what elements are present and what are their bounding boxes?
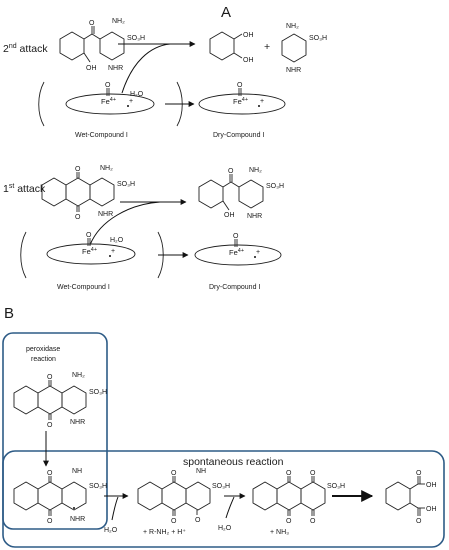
svg-text:O: O (416, 470, 422, 477)
bracket-left-1st (20, 231, 27, 279)
byproduct-2: + NH₃ (270, 529, 289, 536)
fe-label-wet-1st: Fe4+ (82, 247, 97, 256)
final-oh-bottom: OH (426, 506, 437, 513)
imine-intermediate: O O NH SO₃H O (137, 468, 230, 525)
dry-compound-label-2nd: Dry-Compound I (213, 132, 264, 139)
svg-text:O: O (75, 166, 81, 173)
final-oh-top: OH (426, 482, 437, 489)
svg-text:O: O (47, 374, 53, 381)
water-curve-1 (111, 496, 119, 521)
reactant-1st-attack: O O NH₂ SO₃H NHR (41, 165, 135, 221)
svg-text:+: + (260, 98, 264, 105)
nhr-label: NHR (108, 65, 123, 72)
water-label-2nd: H₂O (130, 91, 144, 98)
svg-text:OH: OH (224, 212, 235, 219)
svg-text:O: O (86, 232, 92, 239)
water-attack-arrow-1st (89, 201, 161, 246)
peroxidase-reaction-box (2, 332, 108, 530)
byproduct-1: + R-NH₂ + H⁺ (143, 529, 186, 536)
svg-text:O: O (47, 518, 53, 525)
reactant-2nd-attack: O OH NH₂ SO₃H NHR (59, 18, 145, 72)
water-label-b2: H₂O (218, 525, 232, 532)
svg-text:O: O (310, 518, 316, 525)
svg-text:O: O (228, 168, 234, 175)
svg-text:+: + (256, 249, 260, 256)
bracket-left-2nd (38, 81, 45, 127)
fe-label-dry-1st: Fe4+ (229, 248, 244, 257)
heme-ellipse-wet-2nd (65, 93, 155, 115)
dry-compound-label-1st: Dry-Compound I (209, 284, 260, 291)
svg-text:O: O (286, 518, 292, 525)
acid-oh-top: OH (243, 32, 254, 39)
water-label-1st: H₂O (110, 237, 124, 244)
product-1st-nh2: NH₂ (249, 167, 262, 174)
radical-intermediate: O O NH SO₃H NHR (13, 468, 107, 525)
acid-oh-bottom: OH (243, 57, 254, 64)
phthalic-acid-final: O OH O OH (385, 470, 437, 525)
plus-sign-products: + (264, 41, 270, 53)
spontaneous-reaction-box (2, 450, 445, 548)
svg-text:O: O (286, 470, 292, 477)
svg-text:O: O (171, 518, 177, 525)
substrate-so3h: SO₃H (89, 389, 107, 396)
wet-compound-label-2nd: Wet-Compound I (75, 132, 128, 139)
svg-text:O: O (195, 517, 201, 524)
product-1st-so3h: SO₃H (266, 183, 284, 190)
substrate-nhr: NHR (70, 419, 85, 426)
svg-text:O: O (237, 82, 243, 89)
water-curve-2 (225, 496, 235, 519)
product-1st-nhr: NHR (247, 213, 262, 220)
svg-text:O: O (47, 422, 53, 429)
svg-text:O: O (233, 233, 239, 240)
svg-text:O: O (105, 82, 111, 89)
so3h-label: SO₃H (127, 35, 145, 42)
aminobenzene-product: NH₂ SO₃H NHR (281, 23, 327, 74)
reactant-so3h: SO₃H (117, 181, 135, 188)
svg-text:O: O (310, 470, 316, 477)
reactant-nh2: NH₂ (100, 165, 113, 172)
svg-text:+: + (111, 248, 115, 255)
svg-text:O: O (47, 470, 53, 477)
panel-a-label: A (221, 4, 231, 21)
second-attack-label: 2nd attack (3, 43, 48, 55)
substrate-nh2: NH₂ (72, 372, 85, 379)
heme-ellipse-dry-1st (194, 244, 282, 266)
first-attack-label: 1st attack (3, 183, 46, 195)
svg-text:O: O (416, 518, 422, 525)
fe-label-wet-2nd: Fe4+ (101, 97, 116, 106)
peroxidase-label-line1: peroxidase (26, 346, 60, 353)
product-1st-attack: O OH NH₂ SO₃H NHR (198, 167, 284, 220)
water-attack-arrow-2nd (121, 43, 171, 94)
heme-ellipse-dry-2nd (198, 93, 286, 115)
product-so3h: SO₃H (309, 35, 327, 42)
acid-oh-label: OH (86, 65, 97, 72)
svg-text:+: + (129, 98, 133, 105)
wet-compound-label-1st: Wet-Compound I (57, 284, 110, 291)
product-nhr: NHR (286, 67, 301, 74)
peroxidase-label-line2: reaction (31, 356, 56, 363)
radical-nh: NH (72, 468, 82, 475)
peroxidase-substrate: O O NH₂ SO₃H NHR (13, 372, 107, 429)
radical-nhr: NHR (70, 516, 85, 523)
phthalic-acid-product: OH OH (209, 31, 254, 64)
reactant-nhr: NHR (98, 211, 113, 218)
imine-nh: NH (196, 468, 206, 475)
fe-label-dry-2nd: Fe4+ (233, 97, 248, 106)
svg-text:O: O (75, 214, 81, 221)
spontaneous-label: spontaneous reaction (183, 456, 284, 468)
quinone-so3h: SO₃H (327, 483, 345, 490)
ketone-o-label: O (89, 20, 95, 27)
radical-so3h: SO₃H (89, 483, 107, 490)
panel-b-label: B (4, 305, 14, 322)
water-label-b1: H₂O (104, 527, 118, 534)
heme-ellipse-wet-1st (46, 243, 136, 265)
nh2-label: NH₂ (112, 18, 125, 25)
svg-text:O: O (171, 470, 177, 477)
quinone-intermediate: O O O SO₃H O (252, 470, 345, 525)
product-nh2: NH₂ (286, 23, 299, 30)
imine-so3h: SO₃H (212, 483, 230, 490)
